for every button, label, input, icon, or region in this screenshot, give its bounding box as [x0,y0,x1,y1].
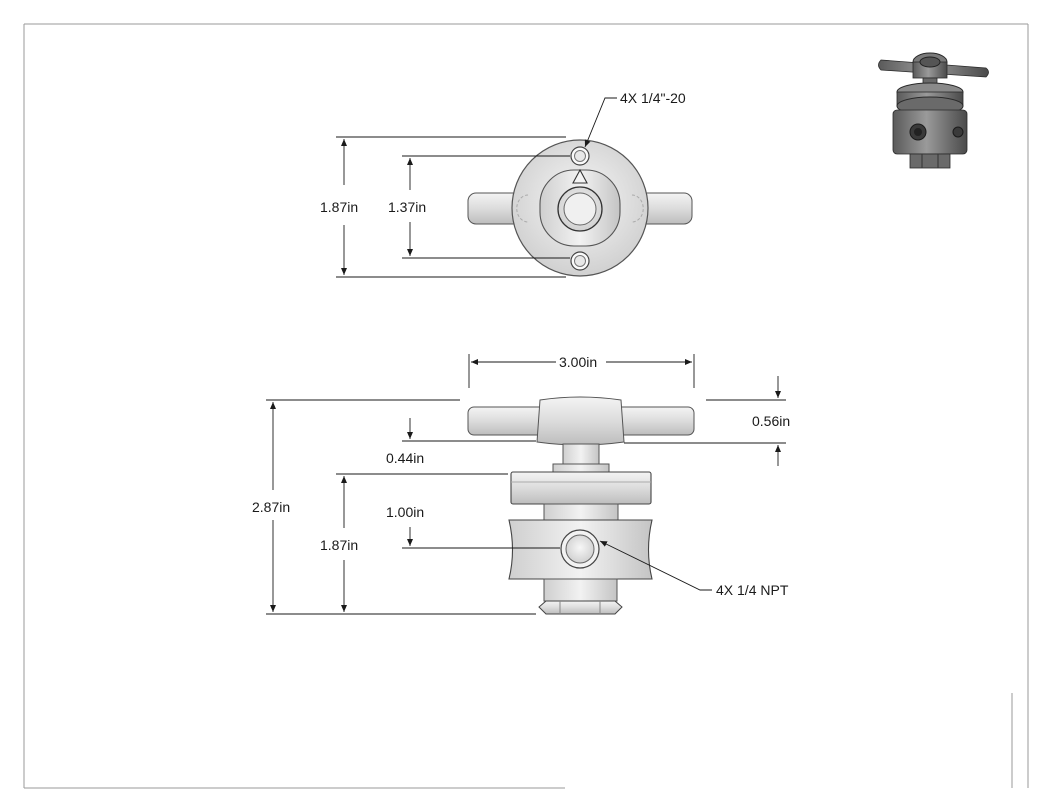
dim-port-height [336,473,560,549]
dim-handle-thickness-label: 0.56in [752,413,790,429]
dim-handle-width [468,354,695,388]
handle-hub [536,396,625,446]
hex-nut [538,600,623,615]
dim-port-height-label: 1.00in [386,504,424,520]
dim-bolt-spacing-label: 1.37in [388,199,426,215]
dim-top-overall-label: 1.87in [320,199,358,215]
dim-overall-height-label: 2.87in [252,499,290,515]
dim-stem-height-label: 0.44in [386,450,424,466]
stem [562,443,600,467]
dim-overall-height [266,399,536,615]
bolt-callout-label: 4X 1/4"-20 [620,90,686,106]
front-view: 3.00in 0.56in 0.44in 1.00in 1.87in [252,354,790,615]
dim-body-height-label: 1.87in [320,537,358,553]
sheet-border [23,23,1029,789]
dim-stem-height [402,418,536,442]
dim-handle-thickness [624,376,786,466]
isometric-view [878,52,989,169]
dim-top-overall [336,136,566,278]
port-callout-leader [599,540,712,591]
dim-handle-width-label: 3.00in [559,354,597,370]
port-callout-label: 4X 1/4 NPT [716,582,789,598]
flow-indicator-icon [572,168,588,184]
upper-flange [510,471,652,505]
dim-bolt-spacing [402,155,570,259]
top-view: 1.87in 1.37in 4X 1/4"-20 [320,90,693,278]
bolt-callout-leader [584,97,617,148]
